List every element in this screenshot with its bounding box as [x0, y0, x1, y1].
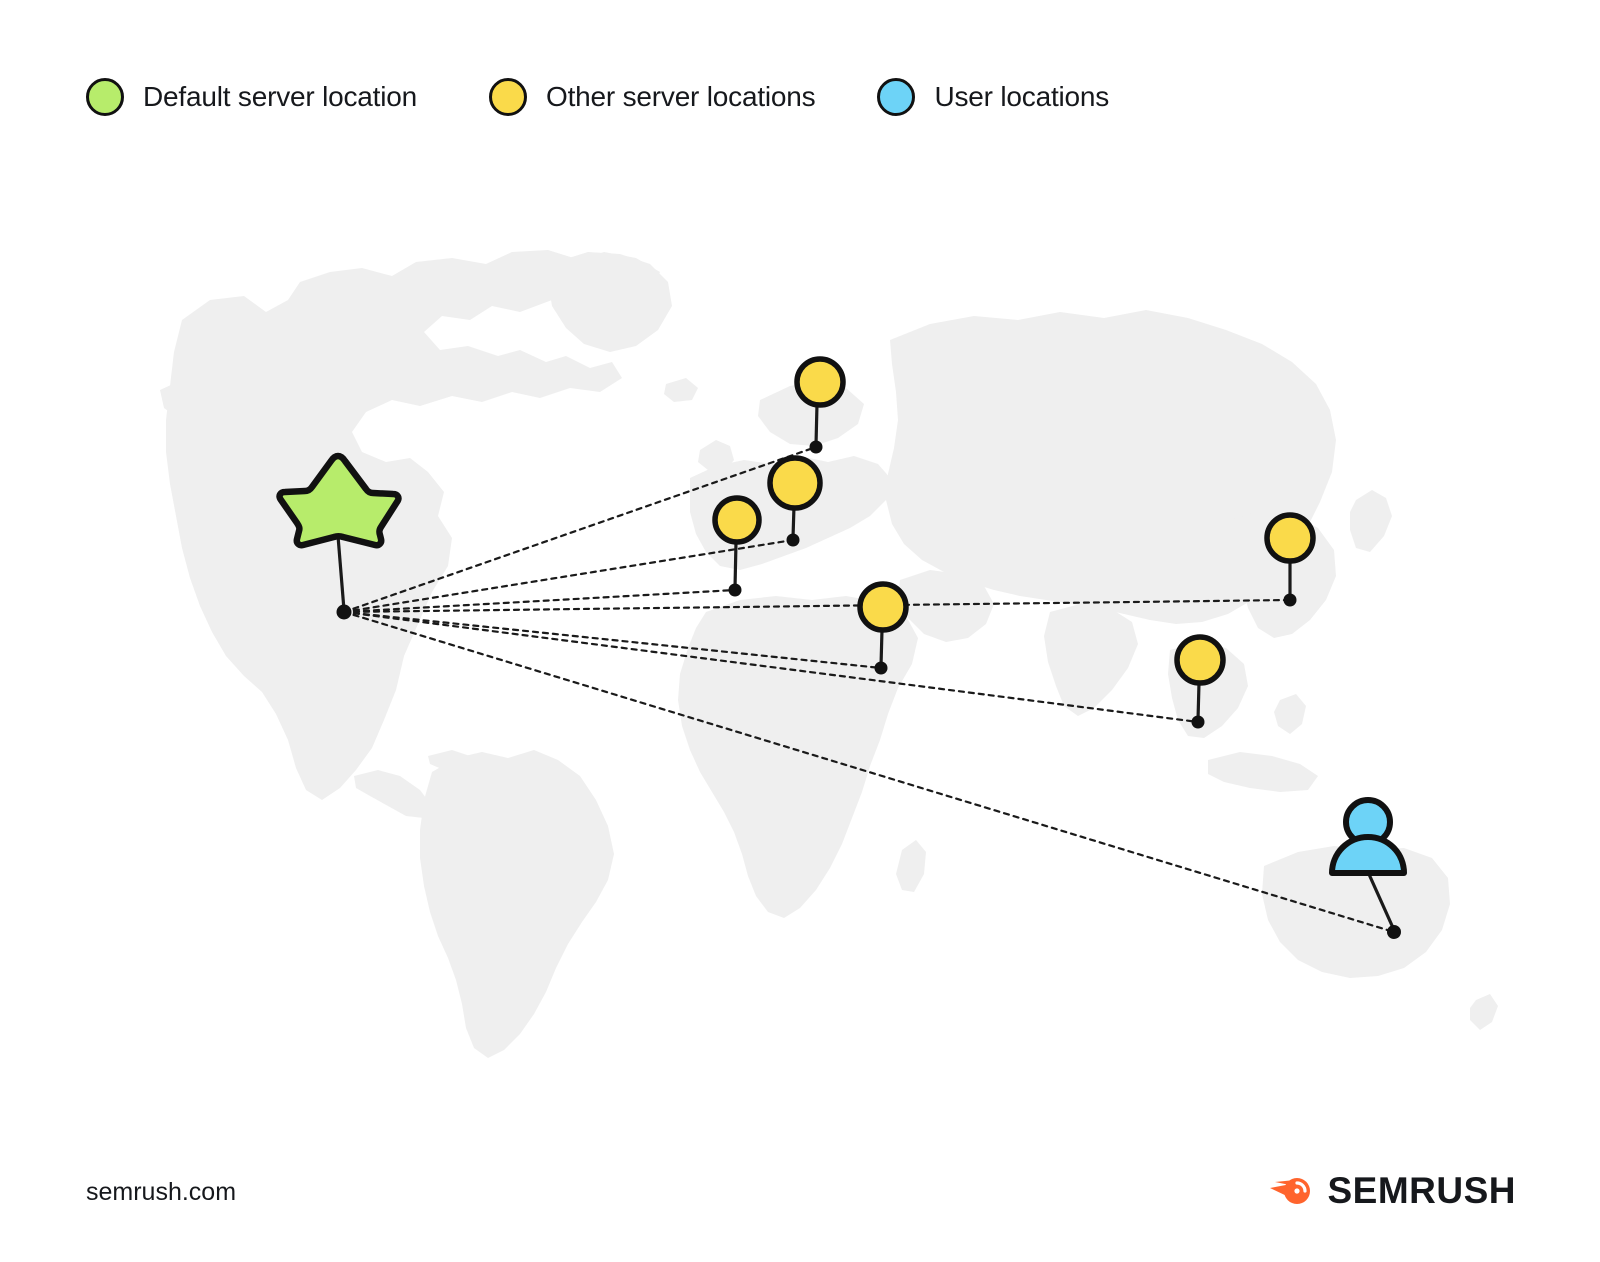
connection-line-hub-to-user-pin-1 — [342, 610, 1396, 934]
landmass-alaska — [160, 374, 250, 424]
landmass-india — [1044, 604, 1138, 716]
landmass-caribbean — [428, 750, 470, 770]
landmass-iceland — [664, 378, 698, 402]
landmass-africa — [678, 596, 918, 918]
server-pin-3[interactable] — [712, 495, 762, 597]
server-pin-3-anchor-dot — [728, 583, 742, 597]
landmass-north-america — [166, 250, 660, 800]
connection-line-hub-to-server-pin-3 — [342, 588, 737, 614]
legend: Default server location Other server loc… — [86, 78, 1109, 116]
source-url: semrush.com — [86, 1178, 237, 1206]
server-pin-4-stem — [879, 629, 884, 667]
server-pin-4[interactable] — [857, 581, 909, 675]
connection-line-hub-to-server-pin-5 — [342, 598, 1292, 614]
server-pin-2-anchor-dot — [786, 533, 800, 547]
landmass-british-isles — [698, 440, 734, 472]
legend-label-other-servers: Other server locations — [545, 81, 816, 112]
legend-item-other-servers: Other server locations — [488, 78, 816, 116]
legend-dot-yellow-icon — [488, 78, 527, 116]
server-pin-6-stem — [1196, 682, 1201, 721]
landmass-asia — [886, 310, 1336, 624]
user-pin-1[interactable] — [1329, 797, 1407, 939]
server-pin-1-marker — [794, 356, 846, 408]
landmass-greenland — [548, 252, 672, 352]
server-pin-1[interactable] — [794, 356, 846, 454]
user-pin-1-anchor-dot — [1387, 925, 1401, 939]
legend-dot-blue-icon — [877, 78, 916, 116]
landmass-central-america — [354, 770, 432, 818]
server-pin-1-anchor-dot — [809, 440, 823, 454]
legend-item-user-locations: User locations — [877, 78, 1109, 116]
default-server-star-icon — [276, 452, 402, 549]
semrush-brand: SEMRUSH — [1269, 1172, 1516, 1209]
semrush-comet-icon — [1270, 1177, 1311, 1204]
connection-line-hub-to-server-pin-2 — [342, 538, 795, 614]
server-pin-6-marker — [1174, 634, 1226, 686]
landmass-philippines — [1274, 694, 1306, 734]
landmass-australia — [1262, 846, 1450, 978]
connection-line-hub-to-server-pin-1 — [342, 445, 818, 614]
default-server-anchor-dot — [336, 604, 352, 620]
legend-label-user-locations: User locations — [934, 81, 1110, 112]
legend-item-default-server: Default server location — [86, 78, 417, 116]
server-pin-1-stem — [814, 403, 819, 446]
landmass-madagascar — [896, 840, 926, 892]
server-pin-2[interactable] — [767, 455, 823, 547]
server-pin-5-anchor-dot — [1283, 593, 1297, 607]
user-pin-1-body-icon — [1329, 834, 1407, 876]
landmass-south-america — [420, 750, 614, 1058]
server-pin-5-marker — [1264, 512, 1316, 564]
server-pin-3-marker — [712, 495, 762, 545]
default-server-pin-stem — [336, 535, 346, 611]
legend-dot-green-icon — [86, 78, 124, 116]
user-pin-1-stem — [1366, 871, 1396, 931]
server-pin-5[interactable] — [1264, 512, 1316, 607]
legend-label-default-server: Default server location — [143, 81, 417, 112]
semrush-wordmark: SEMRUSH — [1327, 1170, 1516, 1211]
server-pin-2-stem — [791, 505, 796, 539]
landmass-new-zealand — [1470, 994, 1498, 1030]
connection-line-hub-to-server-pin-6 — [342, 610, 1200, 724]
server-pin-6[interactable] — [1174, 634, 1226, 729]
default-server-pin[interactable] — [276, 452, 402, 620]
server-pin-2-marker — [767, 455, 823, 511]
server-pin-4-marker — [857, 581, 909, 633]
server-pin-6-anchor-dot — [1191, 715, 1205, 729]
landmass-middle-east — [898, 570, 994, 642]
connection-line-hub-to-server-pin-4 — [342, 610, 883, 670]
server-pin-4-anchor-dot — [874, 661, 888, 675]
landmass-indonesia — [1208, 752, 1318, 792]
landmass-japan — [1350, 490, 1392, 552]
map-connection-lines — [342, 445, 1396, 934]
server-pin-3-stem — [733, 541, 738, 589]
